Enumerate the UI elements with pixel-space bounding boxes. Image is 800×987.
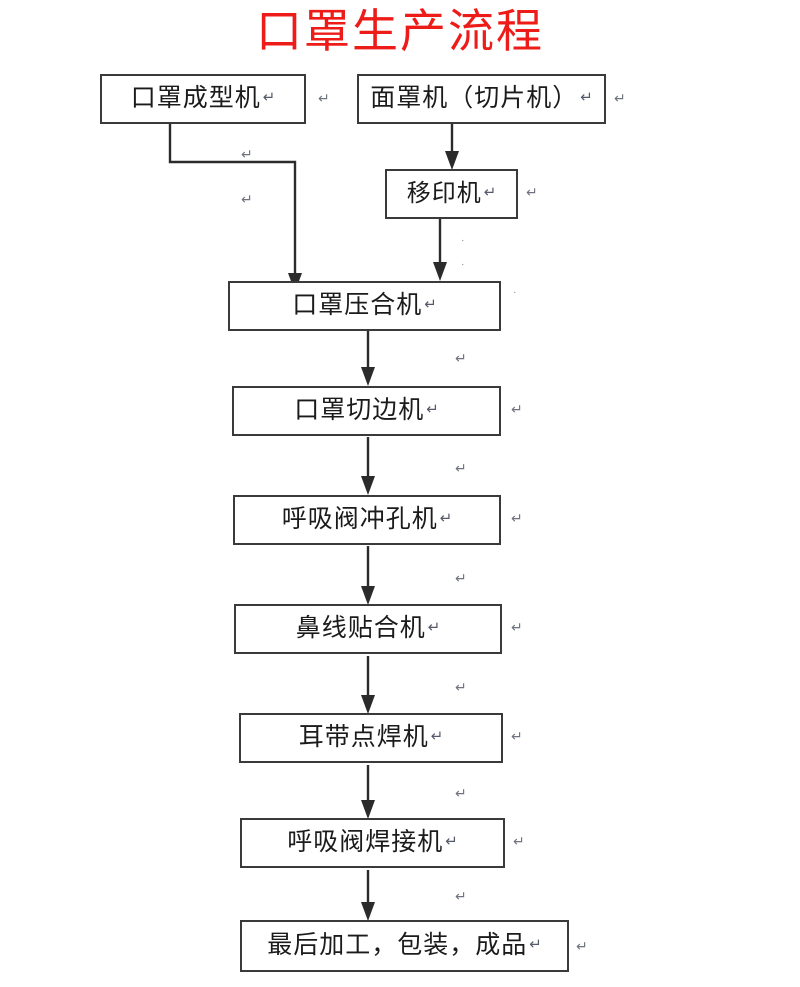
tick-mark-icon: ˙ [512,290,518,303]
return-mark-icon: ↵ [483,183,497,201]
tick-mark-icon: ˙ [460,262,466,275]
edge-n1-n4 [168,124,297,279]
node-mask-pressing-machine[interactable]: 口罩压合机 ↵ [228,281,501,331]
node-label: 耳带点焊机 [298,724,429,751]
return-mark-icon: ↵ [511,729,523,745]
return-mark-icon: ↵ [614,91,626,107]
node-label: 呼吸阀冲孔机 [281,506,438,533]
return-mark-icon: ↵ [576,939,588,955]
return-mark-icon: ↵ [455,889,467,905]
node-face-mask-slicer[interactable]: 面罩机（切片机） ↵ [357,74,606,124]
node-earloop-spot-welding-machine[interactable]: 耳带点焊机 ↵ [239,713,503,763]
node-nose-wire-bonding-machine[interactable]: 鼻线贴合机 ↵ [234,604,502,654]
return-mark-icon: ↵ [455,461,467,477]
page-title: 口罩生产流程 [256,6,544,57]
edge-n8-n9-arrowhead [361,800,375,819]
node-label: 面罩机（切片机） [370,85,579,112]
return-mark-icon: ↵ [241,147,253,163]
tick-mark-icon: ˙ [460,238,466,251]
return-mark-icon: ↵ [426,400,439,418]
return-mark-icon: ↵ [580,88,593,106]
node-mask-forming-machine[interactable]: 口罩成型机 ↵ [100,74,306,124]
return-mark-icon: ↵ [455,680,467,696]
return-mark-icon: ↵ [455,786,467,802]
return-mark-icon: ↵ [455,351,467,367]
edge-n7-n8-arrowhead [361,695,375,714]
return-mark-icon: ↵ [526,185,538,201]
node-valve-welding-machine[interactable]: 呼吸阀焊接机 ↵ [240,818,505,868]
node-label: 口罩成型机 [130,85,261,112]
return-mark-icon: ↵ [529,935,542,953]
return-mark-icon: ↵ [262,88,276,106]
return-mark-icon: ↵ [430,727,444,745]
node-valve-punching-machine[interactable]: 呼吸阀冲孔机 ↵ [233,495,501,545]
node-label: 移印机 [406,181,482,207]
node-pad-printing-machine[interactable]: 移印机 ↵ [385,169,518,219]
node-label: 最后加工，包装，成品 [267,932,528,959]
node-mask-trimming-machine[interactable]: 口罩切边机 ↵ [232,386,501,436]
return-mark-icon: ↵ [511,511,523,527]
return-mark-icon: ↵ [318,91,330,107]
edge-n3-n4-arrowhead [433,262,447,281]
node-final-processing-packaging-product[interactable]: 最后加工，包装，成品 ↵ [240,920,569,972]
node-label: 口罩压合机 [292,292,423,319]
return-mark-icon: ↵ [427,618,441,636]
return-mark-icon: ↵ [241,192,253,208]
edge-n6-n7-arrowhead [361,586,375,605]
node-label: 呼吸阀焊接机 [287,829,444,856]
edge-n4-n5-arrowhead [361,367,375,386]
edge-n5-n6-arrowhead [361,476,375,495]
return-mark-icon: ↵ [511,620,523,636]
return-mark-icon: ↵ [439,509,453,527]
return-mark-icon: ↵ [511,402,523,418]
node-label: 口罩切边机 [294,397,425,424]
edge-n9-n10-arrowhead [361,902,375,921]
edge-n2-n3-arrowhead [445,151,459,170]
return-mark-icon: ↵ [513,834,525,850]
node-label: 鼻线贴合机 [295,615,426,642]
return-mark-icon: ↵ [445,832,458,850]
return-mark-icon: ↵ [455,571,467,587]
return-mark-icon: ↵ [424,295,437,313]
